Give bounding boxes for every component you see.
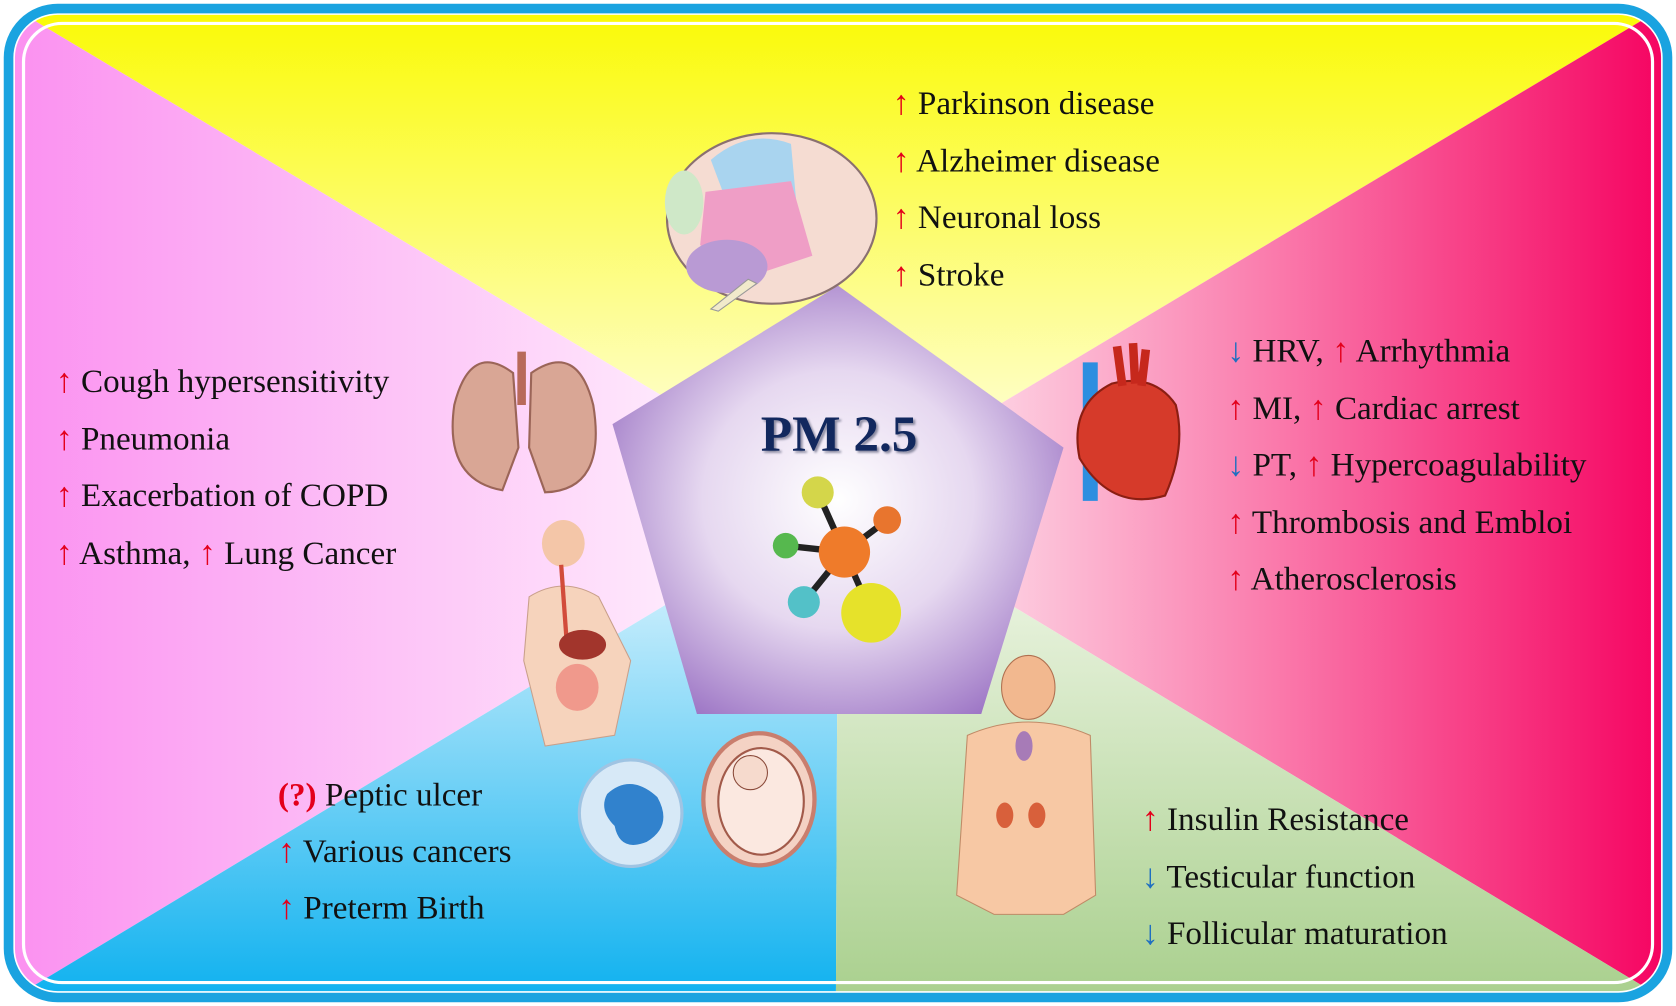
endocrine-effects-list: ↑ Insulin Resistance ↓ Testicular functi… xyxy=(1142,791,1448,962)
up-arrow-icon: ↑ xyxy=(1227,387,1245,426)
down-arrow-icon: ↓ xyxy=(1141,913,1159,952)
digestive-effects-list: (?) Peptic ulcer ↑ Various cancers ↑ Pre… xyxy=(278,767,512,935)
up-arrow-icon: ↑ xyxy=(55,532,73,571)
list-item: ↑ Alzheimer disease xyxy=(892,140,1160,179)
up-arrow-icon: ↑ xyxy=(892,83,910,122)
up-arrow-icon: ↑ xyxy=(892,254,910,293)
up-arrow-icon: ↑ xyxy=(277,887,296,927)
up-arrow-icon: ↑ xyxy=(1332,330,1350,369)
down-arrow-icon: ↓ xyxy=(1141,856,1159,895)
up-arrow-icon: ↑ xyxy=(55,418,73,457)
list-item: (?) Peptic ulcer xyxy=(277,775,483,814)
list-item: ↓ Follicular maturation xyxy=(1141,913,1448,952)
list-item: ↑ Pneumonia xyxy=(55,418,231,457)
up-arrow-icon: ↑ xyxy=(277,831,296,870)
up-arrow-icon: ↑ xyxy=(55,475,73,514)
up-arrow-icon: ↑ xyxy=(1141,799,1159,838)
down-arrow-icon: ↓ xyxy=(1227,330,1245,369)
outer-border xyxy=(3,3,1673,1003)
lungs-icon xyxy=(451,351,597,494)
list-item: ↓ HRV, ↑ Arrhythmia xyxy=(1227,330,1511,369)
list-item: ↑ Stroke xyxy=(892,254,1005,293)
pm25-title: PM 2.5 xyxy=(760,406,918,463)
molecule-icon xyxy=(772,476,902,643)
up-arrow-icon: ↑ xyxy=(1227,558,1245,597)
digestive-system-icon xyxy=(523,520,632,747)
brain-icon xyxy=(664,132,878,312)
pm25-pentagon xyxy=(612,285,1064,715)
down-arrow-icon: ↓ xyxy=(1227,444,1245,483)
list-item: ↑ Various cancers xyxy=(277,831,512,870)
heart-icon xyxy=(1076,342,1181,501)
immune-cell-icon xyxy=(577,758,684,869)
list-item: ↑ Insulin Resistance xyxy=(1141,799,1410,838)
up-arrow-icon: ↑ xyxy=(1305,444,1323,483)
cardiac-effects-list: ↓ HRV, ↑ Arrhythmia ↑ MI, ↑ Cardiac arre… xyxy=(1227,322,1586,607)
endocrine-body-icon xyxy=(956,654,1097,915)
list-item: ↑ Cough hypersensitivity xyxy=(55,361,390,400)
up-arrow-icon: ↑ xyxy=(198,532,216,571)
list-item: ↑ Asthma, ↑ Lung Cancer xyxy=(55,532,397,571)
list-item: ↓ PT, ↑ Hypercoagulability xyxy=(1227,444,1587,483)
list-item: ↑ Thrombosis and Embloi xyxy=(1227,501,1573,540)
up-arrow-icon: ↑ xyxy=(55,361,73,400)
question-mark-badge: (?) xyxy=(277,775,317,814)
up-arrow-icon: ↑ xyxy=(1227,501,1245,540)
brain-effects-list: ↑ Parkinson disease ↑ Alzheimer disease … xyxy=(893,75,1160,303)
list-item: ↑ Parkinson disease xyxy=(892,83,1155,122)
up-arrow-icon: ↑ xyxy=(1309,387,1327,426)
list-item: ↑ Exacerbation of COPD xyxy=(55,475,389,514)
list-item: ↑ MI, ↑ Cardiac arrest xyxy=(1227,387,1520,426)
list-item: ↑ Preterm Birth xyxy=(277,887,485,927)
fetus-icon xyxy=(701,731,817,868)
up-arrow-icon: ↑ xyxy=(892,140,910,179)
list-item: ↓ Testicular function xyxy=(1141,856,1416,895)
lung-effects-list: ↑ Cough hypersensitivity ↑ Pneumonia ↑ E… xyxy=(56,353,397,581)
list-item: ↑ Neuronal loss xyxy=(892,197,1102,236)
up-arrow-icon: ↑ xyxy=(892,197,910,236)
list-item: ↑ Atherosclerosis xyxy=(1227,558,1457,597)
